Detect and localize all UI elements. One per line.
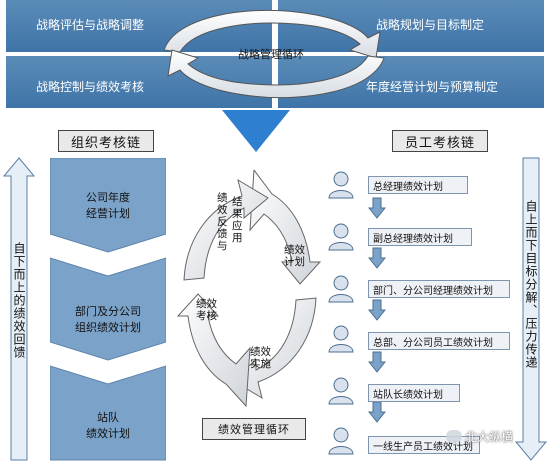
person-icon xyxy=(328,275,354,303)
quadrant-top-right-label: 战略规划与目标制定 xyxy=(376,18,485,32)
org-item-1-line1: 公司年度 xyxy=(86,191,130,204)
step-arrow-icon xyxy=(368,351,386,373)
employee-item-3: 部门、分公司经理绩效计划 xyxy=(368,280,510,298)
cycle-step-implement: 绩效实施 xyxy=(250,346,274,370)
employee-chain-step-arrows xyxy=(368,197,386,423)
employee-chain-title: 员工考核链 xyxy=(392,130,488,152)
employee-item-5: 站队长绩效计划 xyxy=(368,384,460,402)
cycle-step-assess: 绩效考核 xyxy=(196,298,220,322)
org-chain-chevrons xyxy=(50,158,166,461)
person-icon xyxy=(328,325,354,353)
quadrant-bottom-right-label: 年度经营计划与预算制定 xyxy=(366,80,499,94)
org-item-3: 站队 绩效计划 xyxy=(50,410,166,442)
org-item-2: 部门及分公司 组织绩效计划 xyxy=(50,304,166,336)
performance-cycle-arrows xyxy=(176,170,322,408)
strategy-cycle-label: 战略管理循环 xyxy=(238,48,304,61)
cycle-step-assess-text: 绩效考核 xyxy=(196,298,217,322)
org-chain-title: 组织考核链 xyxy=(58,130,154,152)
bottom-up-arrow-icon xyxy=(2,157,36,461)
strategy-cycle-panel: 战略评估与战略调整 战略规划与目标制定 战略控制与绩效考核 年度经营计划与预算制… xyxy=(6,0,544,108)
person-icon xyxy=(328,223,354,251)
org-item-2-line2: 组织绩效计划 xyxy=(75,321,141,334)
person-icon xyxy=(328,377,354,405)
person-icon xyxy=(328,171,354,199)
org-item-2-line1: 部门及分公司 xyxy=(75,305,141,318)
cycle-step-feedback: 绩效反馈与 xyxy=(217,192,229,252)
org-item-3-line2: 绩效计划 xyxy=(86,427,130,440)
strategy-cycle-arrows xyxy=(163,9,385,99)
top-down-arrow-icon xyxy=(514,157,548,461)
org-chevron-1 xyxy=(50,158,166,253)
performance-cycle-caption: 绩效管理循环 xyxy=(202,418,306,440)
org-chevron-3 xyxy=(50,365,166,461)
person-icon xyxy=(328,427,354,455)
chat-bubble-icon xyxy=(446,430,462,443)
person-icons-column xyxy=(328,171,354,455)
org-chain-side-text: 自下而上的绩效回馈 xyxy=(12,242,26,359)
cycle-step-result: 结果应用 xyxy=(232,196,244,244)
org-item-1: 公司年度 经营计划 xyxy=(50,190,166,222)
quadrant-bottom-left-label: 战略控制与绩效考核 xyxy=(36,80,145,94)
step-arrow-icon xyxy=(368,247,386,269)
org-item-3-line1: 站队 xyxy=(97,411,119,424)
employee-chain-side-text: 自上而下目标分解、压力传递 xyxy=(524,200,538,369)
employee-item-4: 总部、分公司员工绩效计划 xyxy=(368,332,510,350)
employee-item-2: 副总经理绩效计划 xyxy=(368,228,472,246)
cycle-step-feedback-text: 绩效反馈与 xyxy=(217,192,228,252)
org-item-1-line2: 经营计划 xyxy=(86,207,130,220)
watermark-text: 北大纵横 xyxy=(465,430,514,444)
quadrant-top-left-label: 战略评估与战略调整 xyxy=(36,18,145,32)
cycle-step-result-text: 结果应用 xyxy=(232,196,243,244)
cycle-step-plan: 绩效计划 xyxy=(284,244,308,268)
watermark: 北大纵横 xyxy=(446,428,513,445)
step-arrow-icon xyxy=(368,299,386,321)
step-arrow-icon xyxy=(368,401,386,423)
employee-item-1: 总经理绩效计划 xyxy=(368,176,468,194)
cycle-step-plan-text: 绩效计划 xyxy=(284,244,305,268)
org-chevron-2 xyxy=(50,257,166,361)
cycle-step-implement-text: 绩效实施 xyxy=(250,346,271,370)
step-arrow-icon xyxy=(368,197,386,219)
big-down-arrow-icon xyxy=(222,110,290,152)
